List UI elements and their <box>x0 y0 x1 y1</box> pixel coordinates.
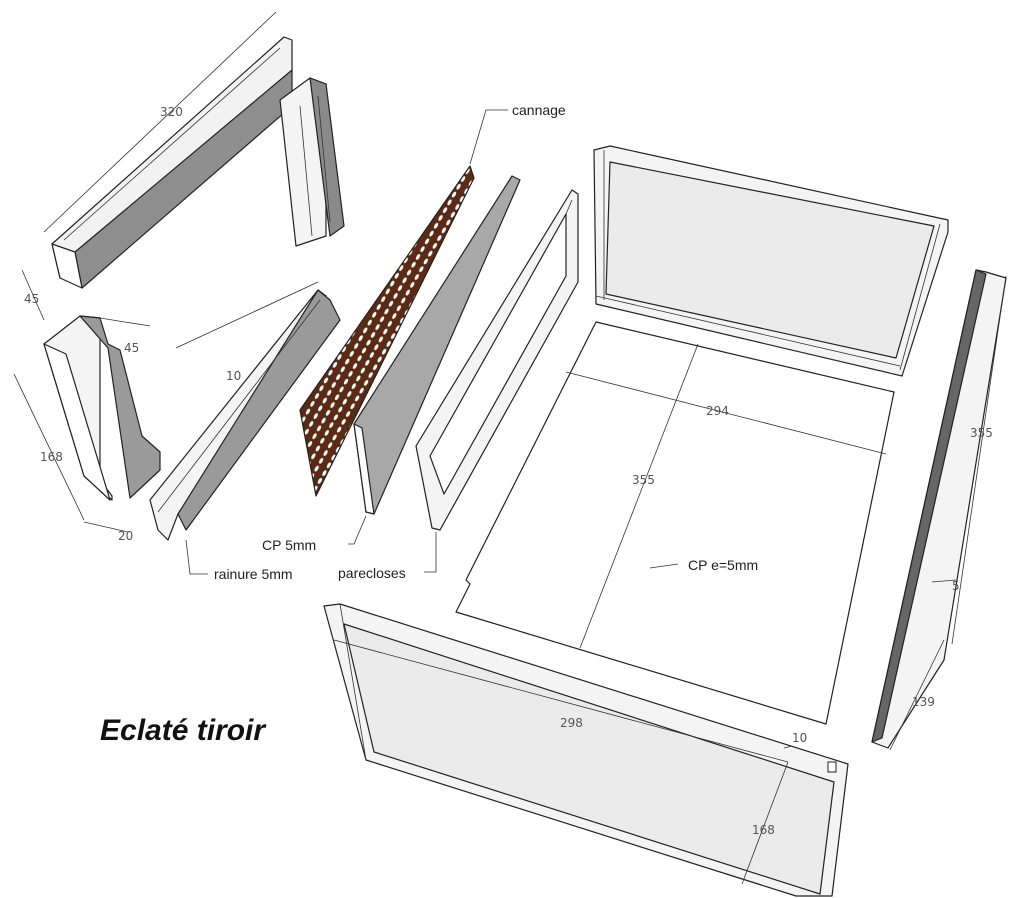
dim-line-294 <box>565 371 887 455</box>
caning-panel <box>299 165 475 497</box>
label-rainure: rainure 5mm <box>214 566 293 582</box>
dim-line-320 <box>43 11 277 233</box>
plywood-panel-5mm <box>353 175 521 515</box>
back-panel <box>593 145 949 377</box>
diagram-title: Eclaté tiroir <box>100 714 267 747</box>
dim-168-stile: 168 <box>40 450 63 464</box>
dim-320: 320 <box>160 105 183 119</box>
side-panel <box>871 269 1007 749</box>
dim-5: 5 <box>952 579 960 593</box>
dim-line-168-stile <box>13 373 85 521</box>
dim-10: 10 <box>226 369 241 383</box>
parecloses-frame <box>415 189 579 531</box>
dim-line-355-side <box>951 275 1007 645</box>
dim-line-298 <box>333 639 789 763</box>
dim-45-top: 45 <box>24 292 39 306</box>
label-parecloses: parecloses <box>338 565 406 581</box>
dim-168-front: 168 <box>752 823 775 837</box>
label-cp5: CP 5mm <box>262 537 316 553</box>
dim-20: 20 <box>118 529 133 543</box>
leader-cp-e5 <box>649 563 679 569</box>
leader-cannage <box>469 109 508 165</box>
dim-line-5 <box>931 579 957 583</box>
dim-10-front: 10 <box>792 731 807 745</box>
right-stile <box>279 77 345 247</box>
front-panel <box>323 603 849 897</box>
dim-line-355-bottom <box>579 343 699 649</box>
bottom-rail <box>149 289 341 541</box>
dim-line-10-front <box>783 745 793 749</box>
top-rail <box>51 36 293 289</box>
dim-355-bottom: 355 <box>632 473 655 487</box>
dim-355-side: 355 <box>970 426 993 440</box>
label-cannage: cannage <box>512 102 566 118</box>
dim-298: 298 <box>560 716 583 730</box>
dim-line-139 <box>889 639 945 751</box>
dim-line-168-front <box>741 761 789 885</box>
dim-139: 139 <box>912 695 935 709</box>
label-cp-e5: CP e=5mm <box>688 557 758 573</box>
dim-line-45-top <box>21 269 45 321</box>
leader-parecloses <box>424 532 437 573</box>
leader-rainure <box>185 539 208 575</box>
bottom-plate <box>455 321 895 725</box>
dim-294: 294 <box>706 404 729 418</box>
left-stile <box>43 315 161 501</box>
dim-line-20 <box>83 521 129 533</box>
leader-cp5 <box>348 515 367 545</box>
dim-line-10 <box>175 281 319 349</box>
dim-line-45-stile <box>99 317 151 327</box>
dim-45-stile: 45 <box>124 341 139 355</box>
